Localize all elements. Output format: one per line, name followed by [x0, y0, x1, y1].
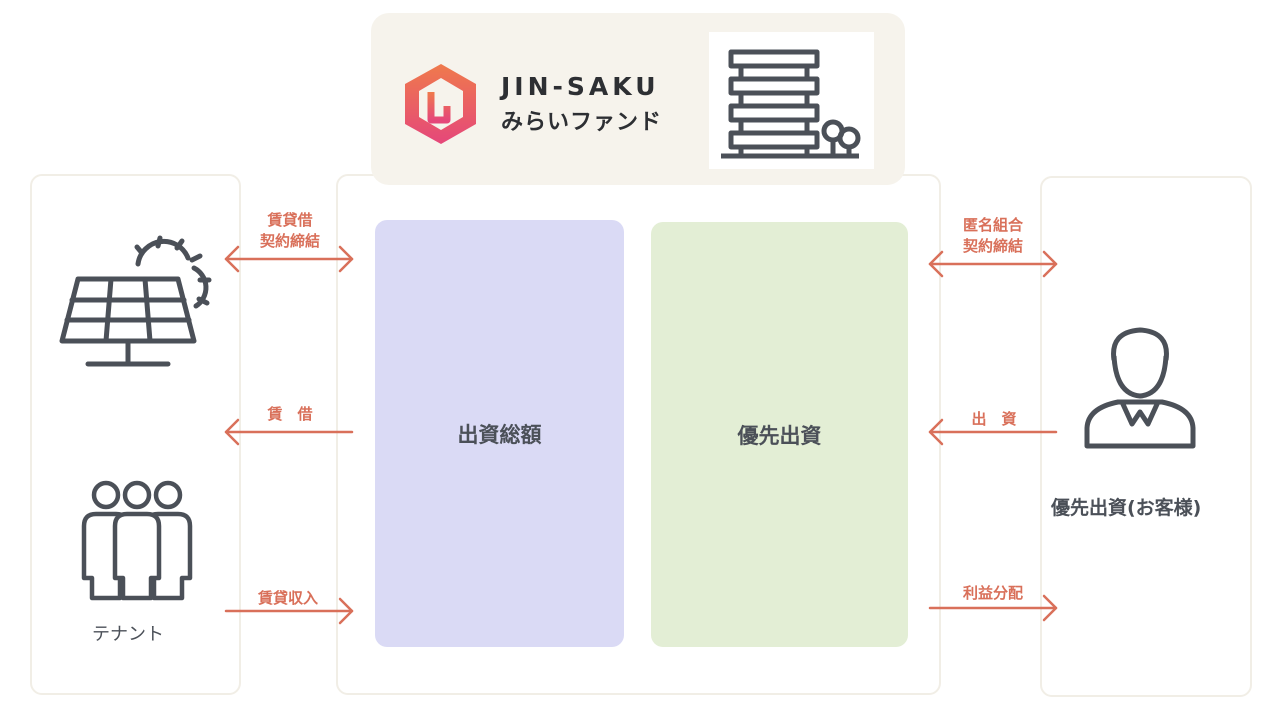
- rental-income-label: 賃貸収入: [257, 589, 319, 607]
- building-frame: [709, 32, 874, 169]
- tenant-people-icon: [81, 480, 193, 601]
- tk-contract-line-1: 匿名組合: [962, 216, 1024, 234]
- lease-contract-arrow: [224, 245, 354, 273]
- brand-subtitle: みらいファンド: [501, 110, 663, 135]
- lease-contract-line-1: 賃貸借: [267, 211, 313, 229]
- lease-contract-label: 賃貸借 契約締結: [260, 210, 320, 252]
- customer-person-icon: [1084, 327, 1196, 449]
- rental-income-arrow: [224, 597, 354, 625]
- apartment-building-icon: [721, 49, 861, 159]
- investment-label: 出 資: [971, 410, 1017, 428]
- customer-label: 優先出資(お客様): [1051, 497, 1202, 519]
- solar-panel-icon: [59, 235, 212, 367]
- left-panel: [30, 174, 241, 695]
- tk-contract-label: 匿名組合 契約締結: [963, 215, 1023, 257]
- lease-label: 賃 借: [267, 405, 313, 423]
- profit-distribution-arrow: [928, 594, 1058, 622]
- priority-investment-label: 優先出資: [737, 423, 822, 448]
- total-investment-label: 出資総額: [457, 422, 542, 447]
- brand-name: JIN-SAKU: [501, 72, 660, 101]
- profit-distribution-label: 利益分配: [962, 584, 1024, 602]
- flow-arrows: [224, 245, 1058, 625]
- tenant-label: テナント: [92, 624, 164, 645]
- tk-contract-line-2: 契約締結: [962, 237, 1024, 255]
- total-investment-box: 出資総額: [375, 220, 624, 647]
- lease-arrow: [224, 418, 354, 446]
- tk-contract-arrow: [928, 250, 1058, 278]
- investment-arrow: [928, 418, 1058, 446]
- right-panel: [1040, 176, 1252, 697]
- priority-investment-box: 優先出資: [651, 222, 908, 647]
- lease-contract-line-2: 契約締結: [259, 232, 321, 250]
